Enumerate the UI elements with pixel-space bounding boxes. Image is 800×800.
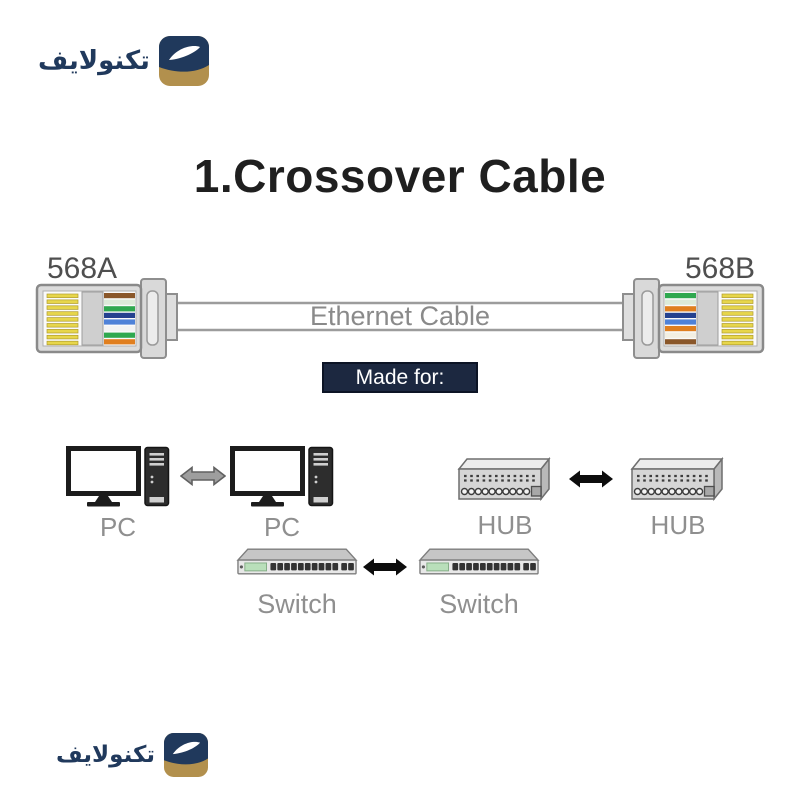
brand-logo-icon	[163, 733, 208, 777]
pc-icon	[66, 446, 170, 508]
brand-logo-top: تكنولايف	[38, 36, 209, 86]
page-title: 1.Crossover Cable	[193, 150, 607, 202]
switch-icon	[418, 547, 540, 577]
brand-name: تكنولايف	[56, 741, 155, 768]
brand-logo-icon	[158, 36, 209, 86]
connector-568a-label: 568A	[47, 252, 117, 285]
device-label: Switch	[257, 589, 337, 619]
device-label: HUB	[650, 510, 706, 540]
gold-pins	[721, 293, 754, 346]
bidirectional-arrow-icon	[361, 556, 409, 578]
connector-568b-label: 568B	[685, 252, 755, 285]
rj45-connector-568b-icon	[622, 278, 765, 359]
made-for-banner: Made for:	[322, 362, 478, 393]
device-switch-left: Switch	[234, 547, 360, 620]
bidirectional-arrow-icon	[568, 468, 614, 490]
device-label: PC	[263, 512, 301, 542]
brand-name: تكنولايف	[38, 46, 150, 76]
device-switch-right: Switch	[416, 547, 542, 620]
made-for-label: Made for:	[355, 365, 445, 389]
device-pc-right: PC	[228, 446, 336, 543]
ethernet-cable-label: Ethernet Cable	[310, 301, 490, 331]
switch-icon	[236, 547, 358, 577]
wires-568a	[104, 293, 135, 345]
device-label: HUB	[477, 510, 533, 540]
device-label: Switch	[439, 589, 519, 619]
device-label: PC	[99, 512, 137, 542]
device-hub-right: HUB	[626, 455, 730, 541]
pc-icon	[230, 446, 334, 508]
bidirectional-arrow-icon	[180, 465, 226, 487]
rj45-connector-568a-icon	[35, 278, 178, 359]
brand-logo-bottom: تكنولايف	[56, 733, 208, 777]
hub-icon	[628, 455, 728, 503]
device-pc-left: PC	[64, 446, 172, 543]
crossover-cable-diagram: 568A 568B Ethernet Cable	[35, 252, 765, 359]
hub-icon	[455, 455, 555, 503]
wires-568b	[665, 293, 696, 345]
ethernet-cable: Ethernet Cable	[176, 301, 624, 332]
gold-pins	[46, 293, 79, 346]
device-hub-left: HUB	[453, 455, 557, 541]
